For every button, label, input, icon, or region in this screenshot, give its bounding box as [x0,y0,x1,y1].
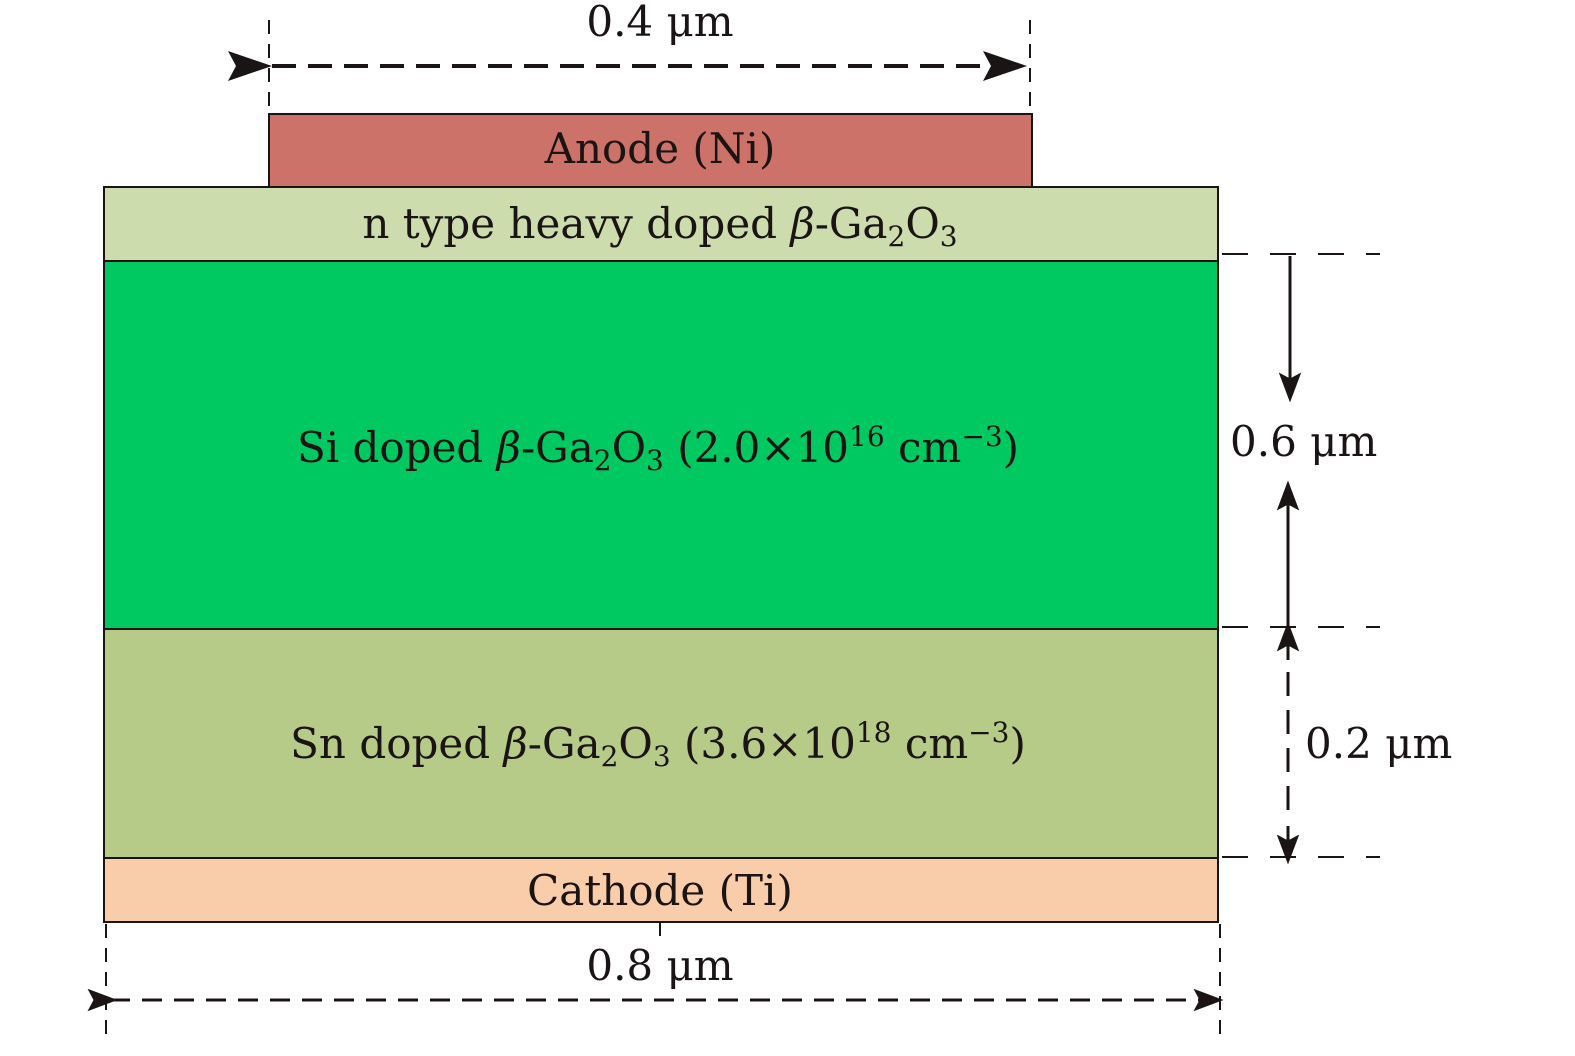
anode-layer [268,113,1033,188]
si-doped-layer [103,260,1219,630]
si-layer-label: Si doped β-Ga2O3 (2.0×1016 cm−3) [297,420,1019,477]
device-width-label: 0.8 μm [586,941,733,990]
n-heavy-layer [103,186,1219,262]
sn-doped-layer [103,628,1219,859]
thickness-dimensions [1222,253,1380,865]
anode-label: Anode (Ni) [544,124,776,173]
anode-width-label: 0.4 μm [586,0,733,46]
anode-width-dimension [228,20,1031,112]
n-heavy-label: n type heavy doped β-Ga2O3 [362,199,957,253]
si-thickness-label: 0.6 μm [1230,417,1377,466]
device-width-dimension [87,922,1224,1034]
cathode-label: Cathode (Ti) [527,866,793,915]
sn-layer-label: Sn doped β-Ga2O3 (3.6×1018 cm−3) [290,716,1026,773]
sn-thickness-label: 0.2 μm [1305,719,1452,768]
